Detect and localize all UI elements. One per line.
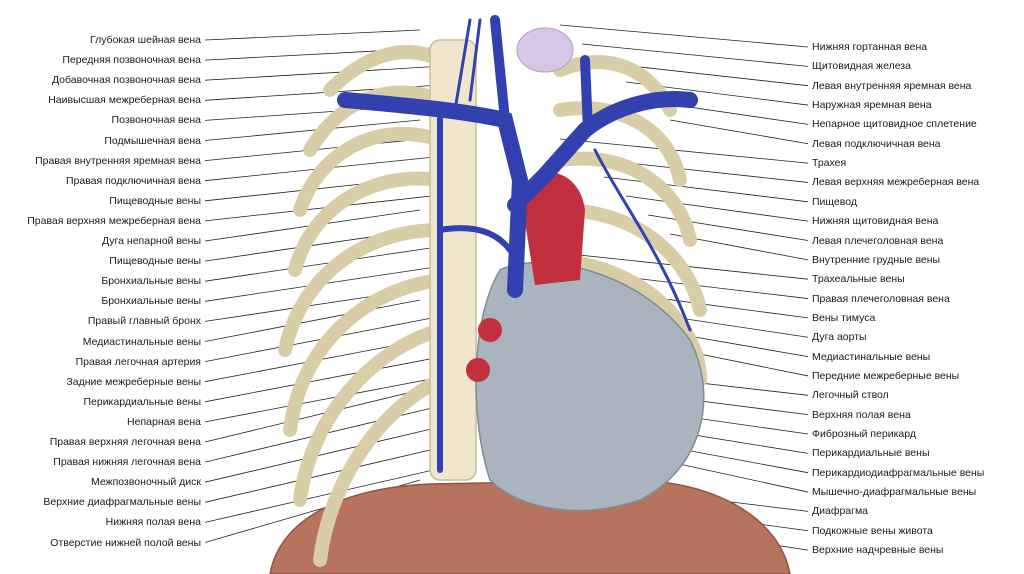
- left-label: Правая нижняя легочная вена: [53, 456, 201, 469]
- leader-line: [204, 425, 445, 483]
- leader-line: [669, 119, 809, 145]
- left-label: Правый главный бронх: [87, 315, 201, 328]
- left-label: Передняя позвоночная вена: [62, 54, 201, 67]
- leader-line: [204, 389, 421, 443]
- left-label: Добавочная позвоночная вена: [51, 74, 201, 87]
- right-label: Щитовидная железа: [812, 60, 911, 73]
- leader-line: [647, 214, 809, 241]
- left-label: Пищеводные вены: [109, 255, 201, 268]
- rib-cage: [278, 45, 707, 567]
- leader-line: [204, 263, 457, 302]
- left-label: Подмышечная вена: [104, 134, 201, 147]
- left-label: Перикардиальные вены: [83, 395, 201, 408]
- right-label: Левая верхняя межреберная вена: [812, 176, 980, 189]
- right-label: Подкожные вены живота: [812, 524, 933, 537]
- leader-line: [204, 443, 457, 503]
- leader-line: [559, 24, 809, 48]
- right-label: Перикардиодиафрагмальные вены: [812, 466, 985, 479]
- left-label: Правая внутренняя яремная вена: [35, 154, 201, 167]
- left-label: Пищеводные вены: [109, 194, 201, 207]
- left-label: Дуга непарной вены: [101, 235, 201, 247]
- right-label: Легочный ствол: [812, 389, 889, 402]
- right-label: Трахея: [812, 157, 847, 170]
- left-label: Нижняя полая вена: [105, 516, 201, 529]
- leader-line: [625, 195, 809, 222]
- right-label: Мышечно-диафрагмальные вены: [812, 486, 977, 499]
- right-label: Передние межреберные вены: [812, 369, 960, 382]
- left-label: Межпозвоночный диск: [91, 476, 201, 489]
- left-label: Бронхиальные вены: [101, 295, 201, 308]
- leader-line: [581, 43, 809, 67]
- left-label: Медиастинальные вены: [82, 335, 201, 348]
- leader-line: [204, 317, 433, 362]
- right-label: Левая плечеголовная вена: [812, 234, 944, 247]
- left-label: Правая верхняя легочная вена: [49, 436, 201, 448]
- leader-line: [204, 245, 445, 282]
- veins: [337, 15, 698, 473]
- pulmonary-artery-shape: [478, 318, 502, 342]
- right-label: Диафрагма: [812, 505, 869, 518]
- right-label: Медиастинальные вены: [812, 350, 931, 363]
- left-label: Правая легочная артерия: [75, 355, 201, 368]
- leader-line: [204, 119, 421, 141]
- left-label: Позвоночная вена: [111, 114, 201, 127]
- left-label: Бронхиальные вены: [101, 275, 201, 288]
- right-label: Дуга аорты: [812, 331, 867, 344]
- right-label: Перикардиальные вены: [812, 447, 930, 460]
- right-label: Наружная яремная вена: [812, 99, 932, 112]
- left-label: Правая верхняя межреберная вена: [27, 214, 201, 227]
- right-label: Верхние надчревные вены: [812, 544, 944, 557]
- pericardium-shape: [475, 261, 705, 512]
- right-label: Вены тимуса: [812, 311, 876, 324]
- leader-line: [603, 176, 809, 203]
- right-label: Трахеальные вены: [812, 273, 905, 286]
- pulmonary-vein-shape: [466, 358, 490, 382]
- right-label: Левая внутренняя яремная вена: [812, 79, 972, 92]
- right-label: Внутренние грудные вены: [812, 253, 941, 266]
- leader-line: [559, 138, 809, 164]
- leader-line: [204, 29, 421, 41]
- right-label: Пищевод: [812, 195, 857, 208]
- left-label: Правая подключичная вена: [65, 174, 201, 187]
- leader-line: [204, 353, 457, 403]
- leader-line: [204, 299, 421, 342]
- left-label: Наивысшая межреберная вена: [48, 94, 201, 107]
- right-label: Непарное щитовидное сплетение: [812, 118, 977, 131]
- right-label: Правая плечеголовная вена: [812, 292, 950, 305]
- right-label: Нижняя гортанная вена: [812, 41, 928, 53]
- leader-line: [669, 461, 809, 493]
- left-label: Верхние диафрагмальные вены: [43, 496, 201, 509]
- aorta-shape: [520, 172, 585, 285]
- left-label: Непарная вена: [127, 415, 201, 428]
- right-label: Верхняя полая вена: [812, 408, 911, 421]
- leader-line: [204, 65, 445, 81]
- left-label: Отверстие нижней полой вены: [50, 536, 201, 549]
- thyroid-shape: [516, 27, 574, 73]
- left-label: Задние межреберные вены: [66, 375, 201, 388]
- right-label: Нижняя щитовидная вена: [812, 215, 939, 228]
- right-label: Левая подключичная вена: [812, 137, 941, 150]
- left-label: Глубокая шейная вена: [89, 34, 201, 46]
- right-label: Фиброзный перикард: [812, 428, 916, 440]
